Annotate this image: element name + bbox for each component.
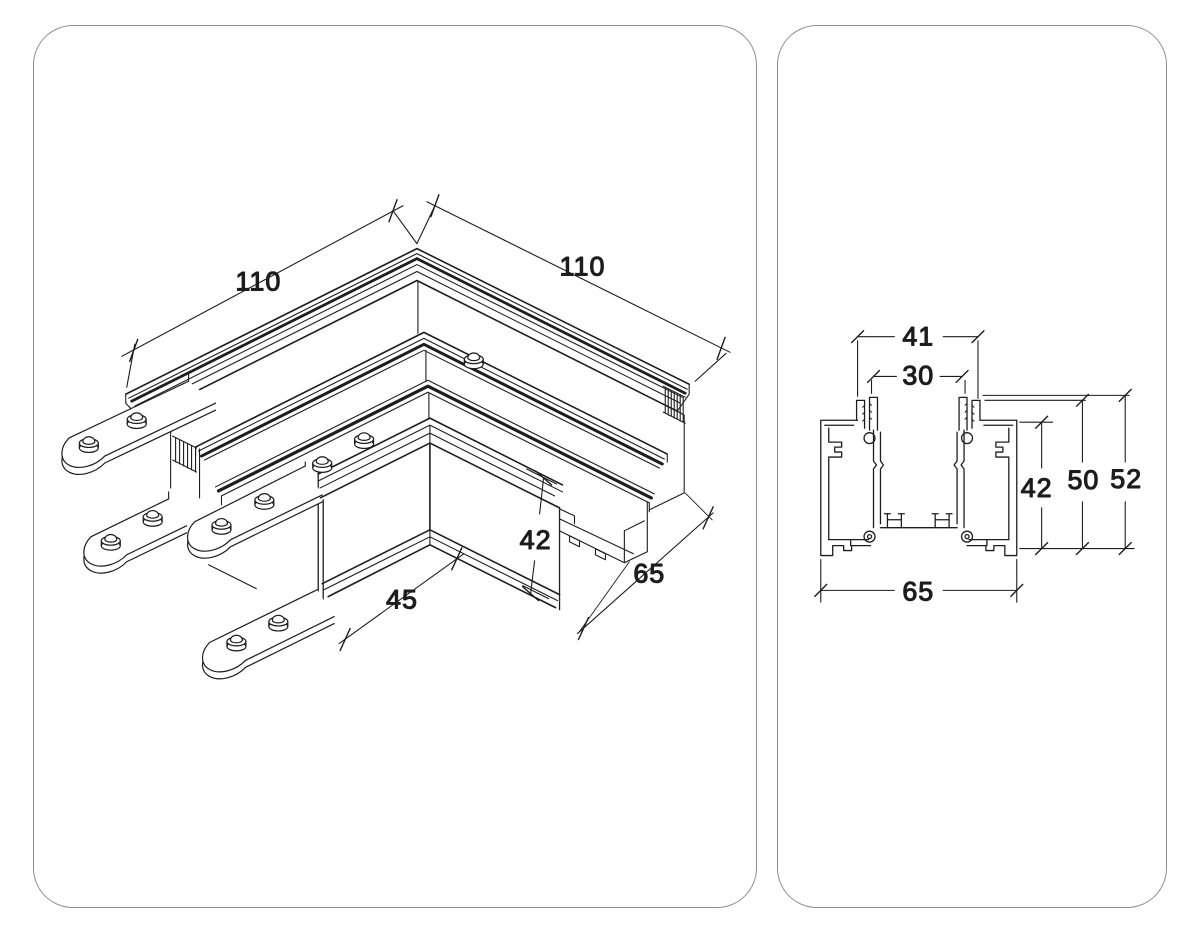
dim-45: 45 xyxy=(338,547,465,652)
cross-section-drawing: 41 30 42 5 xyxy=(814,321,1142,607)
dim-label: 50 xyxy=(1067,465,1099,495)
dim-label: 110 xyxy=(560,252,606,282)
cross-section-panel: 41 30 42 5 xyxy=(777,25,1167,908)
dim-label: 30 xyxy=(902,360,934,390)
dim-label: 65 xyxy=(902,576,934,606)
dim-label: 110 xyxy=(235,266,281,296)
dim-label: 42 xyxy=(520,525,552,555)
screw-icon xyxy=(463,352,484,370)
dim-42: 42 xyxy=(1020,415,1053,556)
isometric-view-panel: 110 110 42 45 xyxy=(33,25,757,908)
dim-label: 65 xyxy=(633,559,665,589)
mounting-straps xyxy=(61,380,335,680)
isometric-drawing: 110 110 42 45 xyxy=(61,194,731,680)
strap-bottom xyxy=(201,589,335,680)
dim-label: 52 xyxy=(1110,464,1142,494)
section-dimensions: 41 30 42 5 xyxy=(814,321,1142,607)
dim-110-right: 110 xyxy=(426,194,731,382)
corner-profile-linework xyxy=(124,247,690,615)
dim-110-left: 110 xyxy=(121,199,436,388)
dim-label: 45 xyxy=(386,585,418,615)
iso-dimensions: 110 110 42 45 xyxy=(121,194,731,652)
strap-inner xyxy=(186,465,323,559)
profile-section xyxy=(820,396,1018,557)
dim-label: 41 xyxy=(902,322,934,352)
dim-42-iso: 42 xyxy=(519,468,558,602)
strap-middle-left xyxy=(83,498,188,574)
screw-icon xyxy=(312,456,333,473)
dim-label: 42 xyxy=(1021,473,1053,503)
dim-52: 52 xyxy=(1110,388,1142,556)
dim-65: 65 xyxy=(814,558,1024,607)
dim-41: 41 xyxy=(850,321,985,399)
dim-50: 50 xyxy=(1067,393,1099,556)
screw-icon xyxy=(354,432,375,450)
dim-65-iso: 65 xyxy=(576,492,714,641)
dim-extension-lines xyxy=(982,394,1135,550)
dim-30: 30 xyxy=(866,360,969,394)
